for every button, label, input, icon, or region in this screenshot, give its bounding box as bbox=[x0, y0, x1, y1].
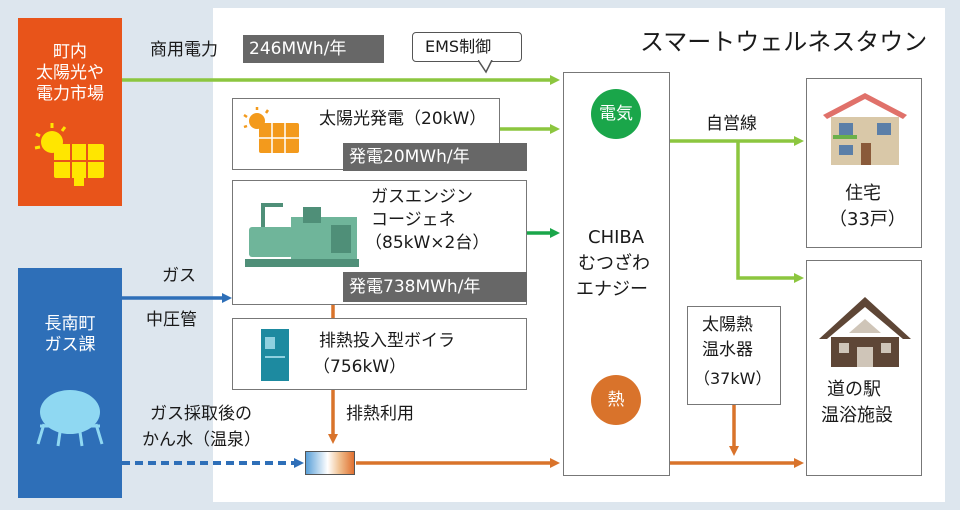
gas-engine-line-1: ガスエンジン bbox=[371, 187, 473, 207]
gas-division-line-1: 長南町 bbox=[44, 314, 96, 334]
ems-callout-tail bbox=[478, 60, 493, 74]
boiler-capacity: （756kW） bbox=[313, 357, 407, 377]
electric-badge: 電気 bbox=[591, 89, 641, 139]
solar-panel-icon bbox=[243, 107, 299, 153]
gas-division-line-2: ガス課 bbox=[44, 335, 96, 355]
local-line-3: 電力市場 bbox=[36, 84, 104, 104]
solar-thermal-line-1: 太陽熱 bbox=[702, 315, 753, 335]
roadside-station-icon bbox=[819, 297, 911, 367]
solar-power-title: 太陽光発電（20kW） bbox=[319, 109, 487, 129]
housing-line-1: 住宅 bbox=[845, 183, 881, 204]
waste-heat-label: 排熱利用 bbox=[346, 404, 414, 424]
commercial-power-value: 246MWh/年 bbox=[243, 35, 384, 63]
local-line-2: 太陽光や bbox=[36, 63, 104, 83]
gas-division-box: 長南町 ガス課 bbox=[18, 268, 122, 498]
housing-box: 住宅 （33戸） bbox=[806, 78, 922, 248]
ems-callout: EMS制御 bbox=[412, 32, 522, 62]
solar-thermal-box: 太陽熱 温水器 （37kW） bbox=[687, 306, 781, 405]
town-title: スマートウェルネスタウン bbox=[640, 28, 928, 56]
center-line-1: CHIBA bbox=[588, 227, 645, 248]
station-line-1: 道の駅 bbox=[827, 379, 881, 400]
ems-label: EMS制御 bbox=[425, 37, 492, 56]
boiler-icon bbox=[261, 329, 289, 381]
solar-panel-icon bbox=[34, 123, 104, 186]
gas-engine-line-3: （85kW×2台） bbox=[365, 233, 490, 253]
gas-engine-line-2: コージェネ bbox=[371, 210, 456, 230]
boiler-title: 排熱投入型ボイラ bbox=[319, 331, 455, 351]
center-line-2: むつざわ bbox=[578, 253, 650, 274]
solar-power-output: 発電20MWh/年 bbox=[343, 143, 527, 171]
brine-line-1: ガス採取後の bbox=[150, 404, 252, 424]
roadside-station-box: 道の駅 温浴施設 bbox=[806, 260, 922, 476]
gas-engine-icon bbox=[245, 203, 359, 267]
brine-line-2: かん水（温泉） bbox=[142, 430, 261, 450]
commercial-power-label: 商用電力 bbox=[150, 40, 218, 60]
gas-tank-icon bbox=[36, 390, 104, 447]
local-solar-market-box: 町内 太陽光や 電力市場 bbox=[18, 18, 122, 206]
medium-pressure-pipe-label: 中圧管 bbox=[146, 310, 197, 330]
heat-exchanger bbox=[305, 451, 355, 475]
gas-engine-output: 発電738MWh/年 bbox=[343, 272, 527, 302]
station-line-2: 温浴施設 bbox=[821, 405, 893, 426]
house-icon bbox=[823, 93, 907, 165]
boiler-box: 排熱投入型ボイラ （756kW） bbox=[232, 318, 527, 390]
center-line-3: エナジー bbox=[576, 279, 648, 300]
local-line-1: 町内 bbox=[53, 42, 87, 62]
solar-thermal-line-2: 温水器 bbox=[702, 340, 753, 360]
housing-line-2: （33戸） bbox=[829, 209, 906, 230]
private-line-branch bbox=[736, 141, 804, 283]
private-line-label: 自営線 bbox=[706, 114, 757, 134]
solar-thermal-line-3: （37kW） bbox=[694, 369, 772, 388]
chiba-mutsuzawa-energy-box: 電気 CHIBA むつざわ エナジー 熱 bbox=[563, 72, 670, 476]
gas-label: ガス bbox=[162, 266, 196, 286]
heat-badge: 熱 bbox=[591, 375, 641, 425]
